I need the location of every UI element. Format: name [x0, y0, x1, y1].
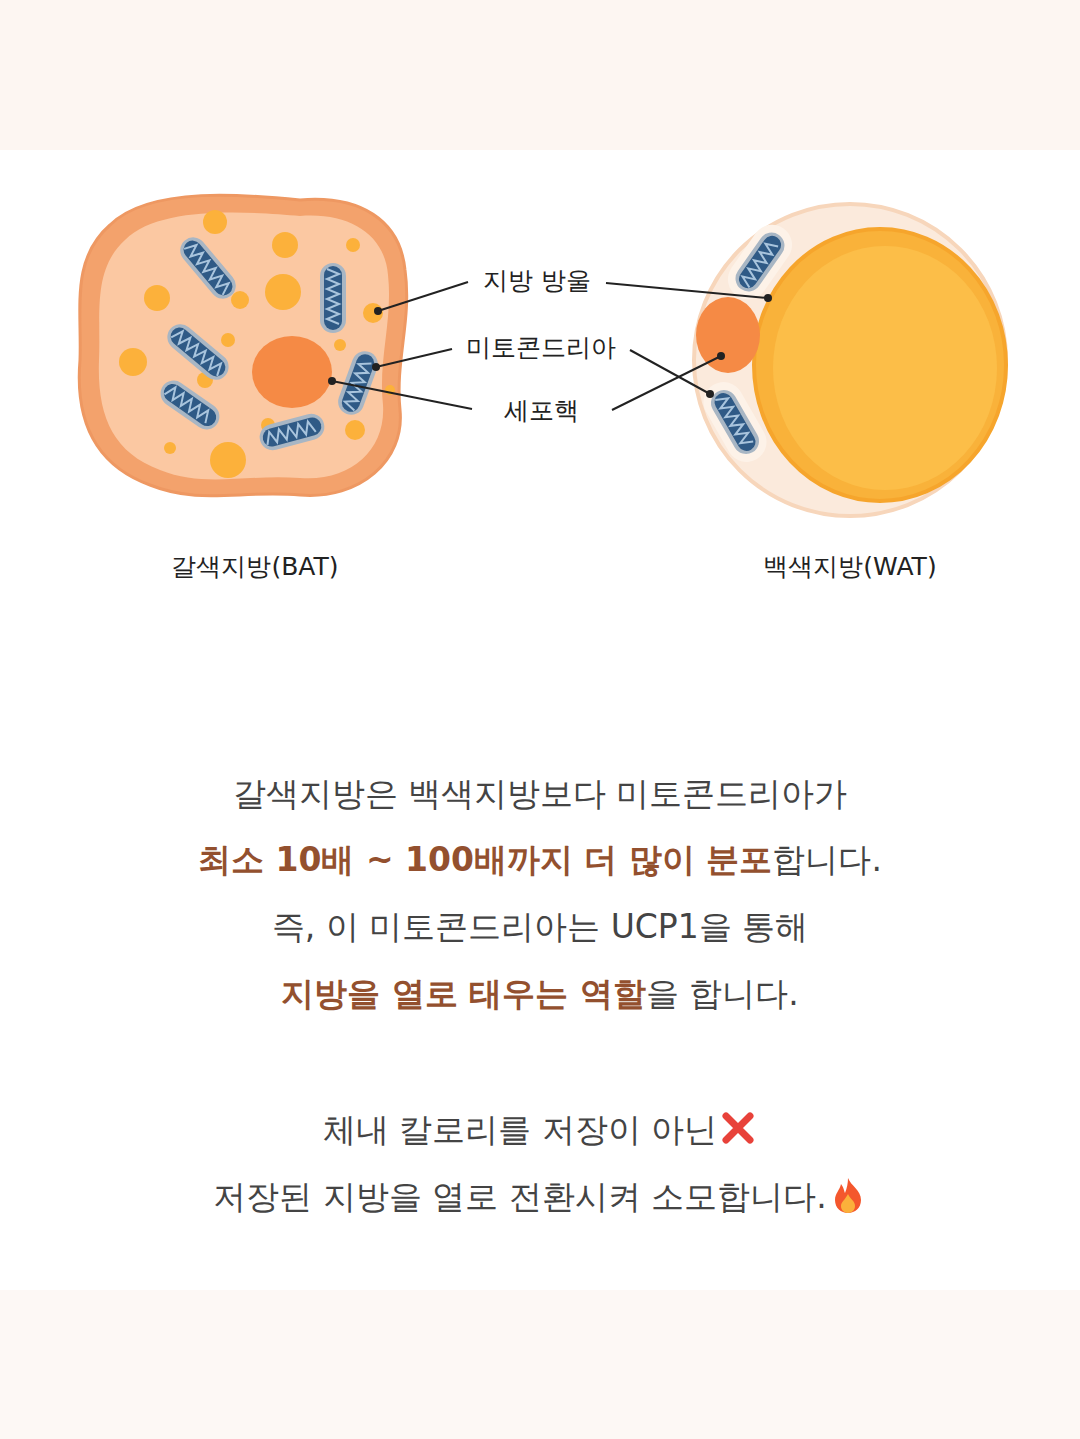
leader-lines	[332, 282, 768, 410]
fat-droplet	[345, 420, 365, 440]
fat-droplet	[272, 232, 298, 258]
cell-caption: 갈색지방(BAT)	[80, 550, 430, 583]
body-line: 갈색지방은 백색지방보다 미토콘드리아가	[0, 772, 1080, 817]
leader-dot	[372, 363, 380, 371]
leader-dot	[764, 294, 772, 302]
fat-droplet	[231, 291, 249, 309]
fire-icon	[829, 1176, 867, 1214]
nucleus	[252, 336, 332, 408]
body-text: 합니다.	[772, 840, 882, 879]
highlight-text: 지방을 열로 태우는 역할	[281, 974, 645, 1013]
fat-droplet	[221, 333, 235, 347]
cell-caption: 백색지방(WAT)	[690, 550, 1010, 583]
cell-figure: 갈색지방(BAT)	[80, 180, 430, 590]
mitochondrion	[175, 232, 241, 304]
body-line: 체내 칼로리를 저장이 아닌	[0, 1108, 1080, 1153]
body-text: 을 합니다.	[646, 974, 799, 1013]
mitochondrion	[162, 319, 234, 385]
fat-droplet	[203, 210, 227, 234]
mitochondrion	[320, 263, 346, 333]
body-text: 갈색지방은 백색지방보다 미토콘드리아가	[233, 774, 848, 813]
white-fat-cell	[694, 204, 1006, 516]
body-text: 저장된 지방을 열로 전환시켜 소모합니다.	[213, 1177, 826, 1216]
cell-figure: 백색지방(WAT)	[690, 180, 1010, 590]
part-label: 지방 방울	[481, 264, 593, 297]
nucleus	[696, 297, 760, 373]
body-line: 즉, 이 미토콘드리아는 UCP1을 통해	[0, 905, 1080, 950]
mitochondrion	[720, 217, 800, 307]
mitochondrion	[257, 411, 327, 453]
fat-droplet	[363, 303, 383, 323]
fat-droplet	[334, 339, 346, 351]
cross-icon	[719, 1109, 757, 1147]
mitochondrion	[696, 375, 774, 469]
leader-dot	[374, 307, 382, 315]
fat-droplet	[265, 274, 301, 310]
top-band	[0, 0, 1080, 150]
fat-droplet	[164, 442, 176, 454]
leader-dot	[717, 352, 725, 360]
fat-droplet	[210, 442, 246, 478]
body-line: 최소 10배 ~ 100배까지 더 많이 분포합니다.	[0, 838, 1080, 883]
mitochondrion	[156, 375, 225, 434]
fat-droplet	[119, 348, 147, 376]
fat-droplet	[144, 285, 170, 311]
body-text: 체내 칼로리를 저장이 아닌	[323, 1110, 717, 1149]
part-label: 미토콘드리아	[464, 331, 618, 364]
bottom-band	[0, 1290, 1080, 1439]
body-text: 즉, 이 미토콘드리아는 UCP1을 통해	[272, 907, 809, 946]
part-label: 세포핵	[502, 394, 581, 427]
leader-dot	[706, 390, 714, 398]
highlight-text: 최소 10배 ~ 100배까지 더 많이 분포	[198, 840, 772, 879]
body-line: 저장된 지방을 열로 전환시켜 소모합니다.	[0, 1175, 1080, 1220]
brown-fat-cell	[79, 195, 406, 496]
leader-dot	[328, 377, 336, 385]
fat-droplet	[346, 238, 360, 252]
body-line: 지방을 열로 태우는 역할을 합니다.	[0, 972, 1080, 1017]
